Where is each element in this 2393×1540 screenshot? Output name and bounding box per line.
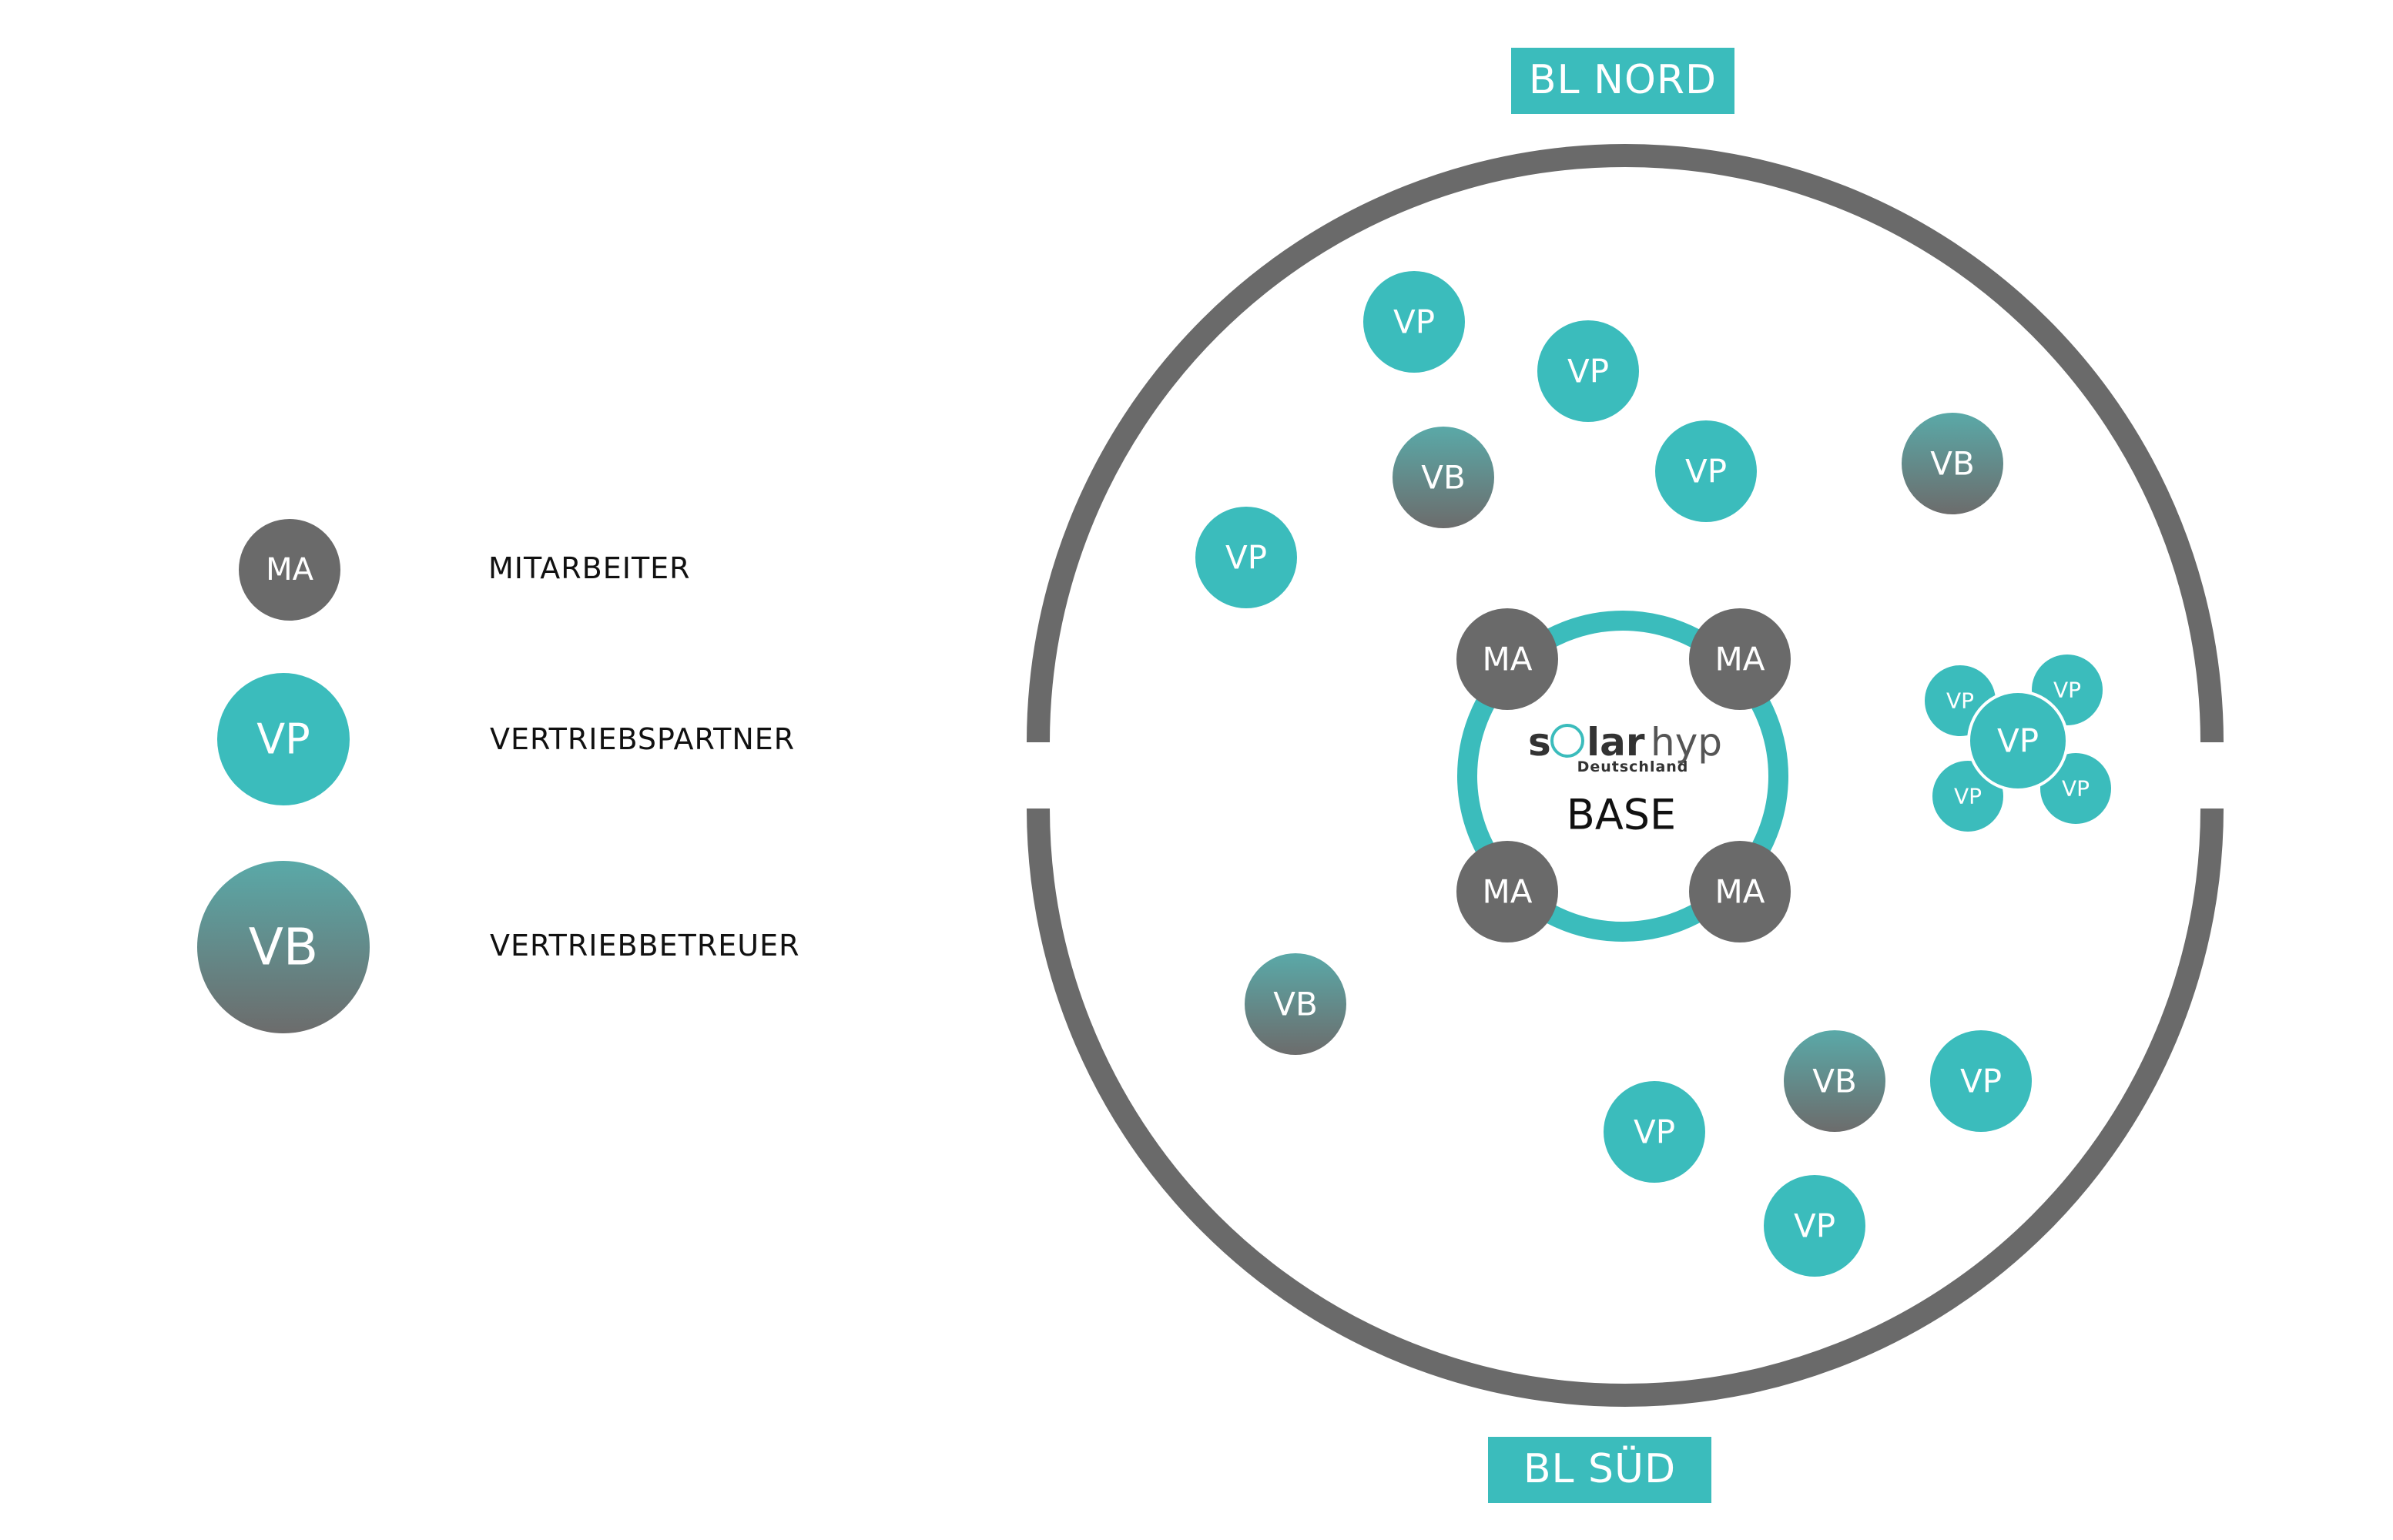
- partner-node-text: VP: [1960, 1063, 2002, 1100]
- legend: MA MITARBEITER VP VERTRIEBSPARTNER VB VE…: [197, 519, 799, 1033]
- base-node-text: MA: [1483, 873, 1533, 911]
- legend-vb-circle: [197, 861, 370, 1033]
- solarhyp-logo: s lar hyp Deutschland: [1528, 720, 1722, 775]
- base-label: BASE: [1567, 791, 1676, 839]
- partner-node: VB: [1902, 413, 2003, 514]
- logo-light: hyp: [1651, 720, 1722, 765]
- partner-node-circle: [1363, 271, 1465, 373]
- partner-node-text: VP: [1634, 1113, 1675, 1151]
- partner-node-circle: [1604, 1081, 1705, 1183]
- partner-node: VB: [1784, 1030, 1885, 1132]
- legend-item-vb: VB VERTRIEBBETREUER: [197, 861, 799, 1033]
- legend-ma-circle: [239, 519, 340, 621]
- partner-node-text: VP: [1567, 353, 1609, 390]
- legend-item-ma: MA MITARBEITER: [239, 519, 691, 621]
- base: s lar hyp Deutschland BASE MA MA MA MA: [1456, 608, 1791, 942]
- partner-node-circle: [1930, 1030, 2032, 1132]
- base-node-bottom-right: MA: [1689, 841, 1791, 942]
- base-node-text: MA: [1715, 873, 1765, 911]
- cluster-center-text: VP: [1997, 722, 2039, 760]
- partner-node-circle: [1764, 1175, 1865, 1277]
- partner-node-circle: [1537, 320, 1639, 422]
- region-south-box: [1488, 1437, 1711, 1503]
- partner-node: VP: [1930, 1030, 2032, 1132]
- partner-node-circle: [1902, 413, 2003, 514]
- region-south: BL SÜD: [1488, 1437, 1711, 1503]
- partner-node-text: VP: [1393, 303, 1435, 341]
- logo-subtitle: Deutschland: [1577, 758, 1689, 775]
- base-ring: [1457, 611, 1788, 942]
- partner-node-text: VB: [1421, 459, 1466, 497]
- partner-node-text: VB: [1930, 445, 1975, 483]
- cluster-satellite-text: VP: [1946, 688, 1974, 714]
- outer-ring-north: [1027, 144, 2224, 743]
- partner-node-circle: [1393, 427, 1494, 528]
- partner-node: VP: [1537, 320, 1639, 422]
- vp-cluster: VP VP VP VP VP: [1925, 654, 2111, 832]
- legend-vp-circle: [217, 673, 350, 805]
- legend-ma-label: MITARBEITER: [488, 551, 691, 585]
- region-north: BL NORD: [1511, 48, 1734, 114]
- partner-node: VP: [1655, 420, 1757, 522]
- legend-vp-label: VERTRIEBSPARTNER: [490, 722, 795, 756]
- partner-nodes: VP VP VP VB VP VB VB VB: [1195, 271, 2032, 1277]
- cluster-center: VP: [1967, 690, 2069, 792]
- region-north-box: [1511, 48, 1734, 114]
- outer-ring-south: [1027, 808, 2224, 1407]
- region-south-label: BL SÜD: [1523, 1445, 1676, 1492]
- partner-node: VP: [1363, 271, 1465, 373]
- partner-node-circle: [1245, 953, 1346, 1055]
- legend-ma-code: MA: [266, 552, 314, 588]
- cluster-satellite-text: VP: [1954, 784, 1982, 809]
- partner-node: VP: [1195, 507, 1297, 608]
- base-node-circle: [1456, 608, 1558, 710]
- partner-node-circle: [1655, 420, 1757, 522]
- base-node-text: MA: [1715, 641, 1765, 678]
- partner-node: VB: [1393, 427, 1494, 528]
- partner-node-text: VP: [1794, 1207, 1835, 1245]
- cluster-satellite-text: VP: [2062, 776, 2090, 802]
- base-node-bottom-left: MA: [1456, 841, 1558, 942]
- base-node-top-right: MA: [1689, 608, 1791, 710]
- partner-node-text: VP: [1685, 453, 1727, 490]
- partner-node-text: VP: [1225, 539, 1267, 577]
- logo-o-ring: [1550, 724, 1584, 758]
- legend-vb-code: VB: [249, 918, 318, 977]
- logo-bold: lar: [1587, 720, 1645, 765]
- partner-node-text: VB: [1812, 1063, 1857, 1100]
- legend-vb-label: VERTRIEBBETREUER: [490, 929, 799, 962]
- base-node-text: MA: [1483, 641, 1533, 678]
- cluster-satellite-text: VP: [2053, 678, 2081, 703]
- base-node-circle: [1689, 841, 1791, 942]
- logo-prefix: s: [1528, 720, 1551, 765]
- partner-node-circle: [1195, 507, 1297, 608]
- partner-node: VP: [1604, 1081, 1705, 1183]
- legend-item-vp: VP VERTRIEBSPARTNER: [217, 673, 795, 805]
- cluster-center-circle: [1967, 690, 2069, 792]
- region-north-label: BL NORD: [1529, 57, 1717, 103]
- base-node-top-left: MA: [1456, 608, 1558, 710]
- base-node-circle: [1689, 608, 1791, 710]
- legend-vp-code: VP: [256, 715, 310, 764]
- partner-node: VB: [1245, 953, 1346, 1055]
- partner-node-text: VB: [1273, 986, 1318, 1023]
- base-node-circle: [1456, 841, 1558, 942]
- partner-node-circle: [1784, 1030, 1885, 1132]
- partner-node: VP: [1764, 1175, 1865, 1277]
